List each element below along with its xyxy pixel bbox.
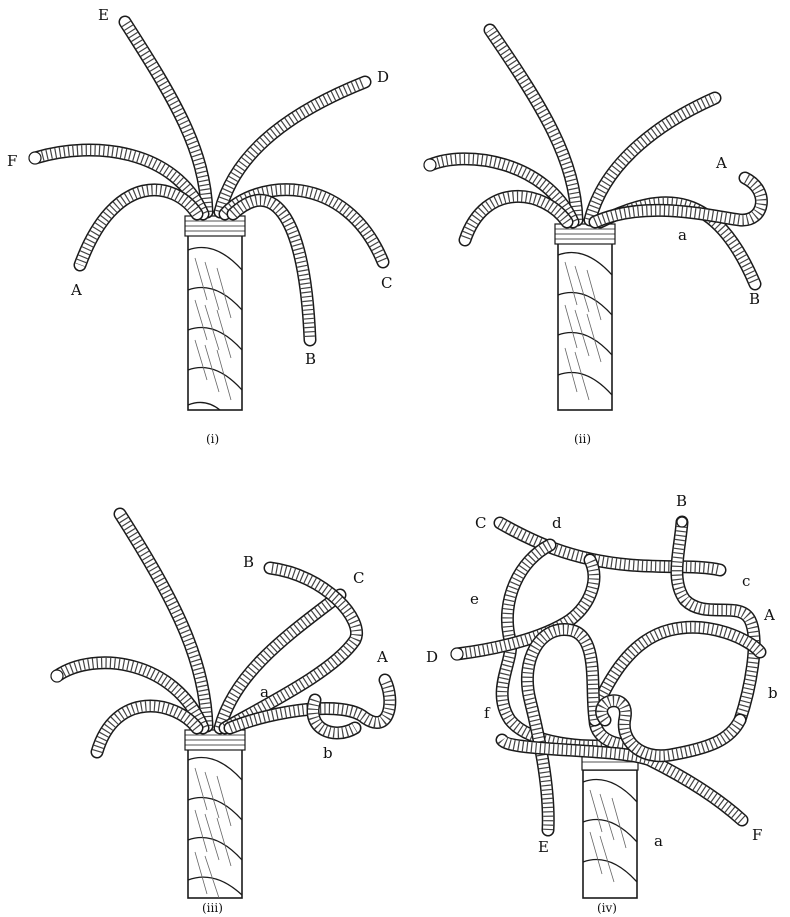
label-d: d [552, 514, 562, 532]
label-A: A [70, 281, 82, 299]
label-a: a [654, 832, 663, 850]
label-C: C [381, 274, 392, 292]
label-a: a [678, 226, 687, 244]
label-B: B [305, 350, 316, 368]
caption: (iv) [597, 901, 617, 915]
label-c: c [742, 572, 750, 590]
strand-A [80, 190, 197, 265]
label-D: D [426, 648, 438, 666]
panel-4: C d B c e A D b f E a F (iv) [426, 492, 778, 915]
rope-body [188, 748, 242, 898]
rope-body [583, 770, 637, 898]
rope-body [188, 232, 242, 410]
label-F: F [752, 826, 762, 844]
panel-3: B C A a b (iii) [51, 514, 390, 915]
strand-top [120, 514, 207, 726]
caption: (i) [206, 432, 219, 446]
label-A: A [376, 648, 388, 666]
caption: (iii) [202, 901, 223, 915]
label-A: A [763, 606, 775, 624]
label-E: E [98, 6, 109, 24]
label-b: b [768, 684, 778, 702]
strand-left-low [97, 706, 197, 752]
label-B: B [676, 492, 687, 510]
panel-1: E D F A C B (i) [7, 6, 392, 446]
label-D: D [377, 68, 389, 86]
panel-2: A a B (ii) [424, 30, 761, 446]
label-C: C [475, 514, 486, 532]
label-f: f [484, 704, 491, 722]
caption: (ii) [574, 432, 591, 446]
strand-E [125, 22, 207, 212]
rope-body [558, 240, 612, 410]
strands [51, 514, 390, 752]
label-C: C [353, 569, 364, 587]
strand-top [490, 30, 577, 220]
label-B: B [243, 553, 254, 571]
label-A: A [715, 154, 727, 172]
label-a: a [260, 683, 269, 701]
label-B: B [749, 290, 760, 308]
label-e: e [470, 590, 479, 608]
label-E: E [538, 838, 549, 856]
strand-left-low [465, 196, 567, 240]
label-b: b [323, 744, 333, 762]
label-F: F [7, 152, 17, 170]
